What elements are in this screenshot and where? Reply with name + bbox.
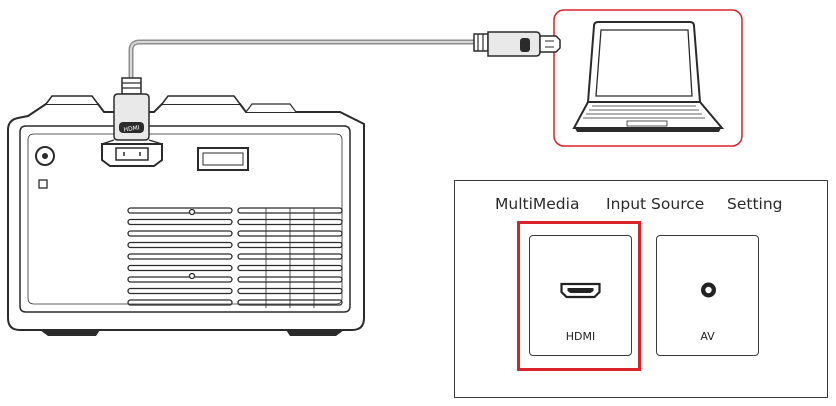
vent-slot xyxy=(127,218,233,226)
vent-slot xyxy=(127,241,233,249)
vent-slot xyxy=(127,264,233,272)
status-led xyxy=(38,179,48,189)
source-label-hdmi: HDMI xyxy=(565,330,596,343)
hdmi-plug-label: HDMI xyxy=(123,124,140,133)
vent-slot xyxy=(127,230,233,237)
source-label-av: AV xyxy=(700,330,715,343)
hdmi-cable xyxy=(128,39,476,80)
power-jack-icon xyxy=(35,146,55,166)
vent-screw xyxy=(188,272,196,280)
vent-slot xyxy=(127,276,233,283)
vent-screw xyxy=(188,208,196,216)
vent-slot xyxy=(127,299,233,306)
tab-multimedia[interactable]: MultiMedia xyxy=(495,195,580,213)
tab-setting[interactable]: Setting xyxy=(727,195,783,213)
av-jack-icon xyxy=(701,282,716,298)
usb-port xyxy=(197,147,249,171)
tab-input-source[interactable]: Input Source xyxy=(606,195,705,213)
source-tile-av[interactable]: AV xyxy=(656,235,759,356)
input-source-menu: MultiMedia Input Source Setting HDMI AV xyxy=(454,180,828,398)
hdmi-plug-laptop xyxy=(473,31,561,57)
vent-slot xyxy=(127,253,233,260)
vent-slot xyxy=(127,207,233,214)
laptop-icon xyxy=(572,21,725,132)
hdmi-port-icon xyxy=(560,282,601,299)
vent-slot xyxy=(127,287,233,295)
source-tile-hdmi[interactable]: HDMI xyxy=(529,235,632,356)
selection-highlight xyxy=(517,221,641,371)
projector-body xyxy=(7,95,365,336)
projector-vent xyxy=(127,207,343,308)
hdmi-plug-projector: HDMI xyxy=(101,77,163,167)
